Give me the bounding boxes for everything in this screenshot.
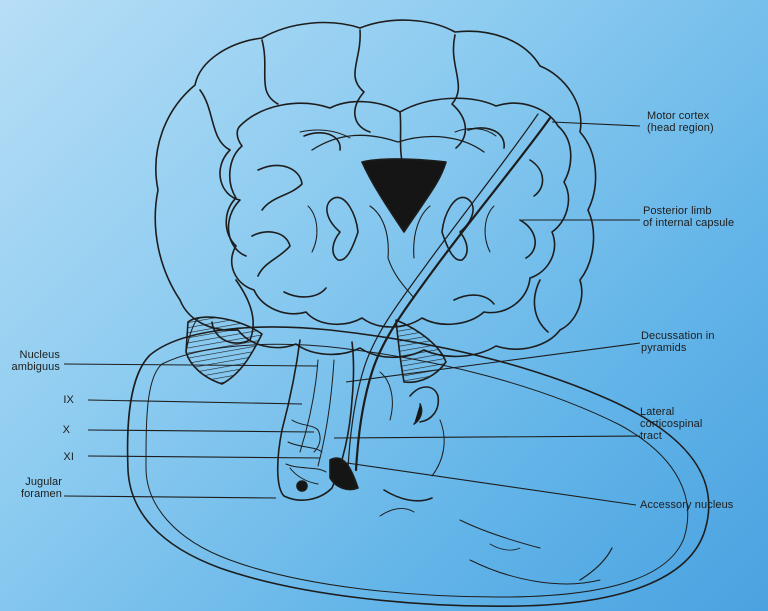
label-posterior-limb: Posterior limb of internal capsule (643, 205, 734, 229)
leader-motor-cortex (552, 122, 640, 126)
label-jugular-foramen: Jugular foramen (8, 476, 62, 500)
label-accessory-nucleus: Accessory nucleus (640, 499, 733, 511)
label-nucleus-ambiguus: Nucleus ambiguus (6, 349, 60, 373)
lateral-ventricle (362, 159, 446, 232)
label-nerve-ix: IX (44, 394, 74, 406)
leader-xi (88, 456, 320, 458)
label-nerve-xi: XI (44, 451, 74, 463)
leader-ix (88, 400, 302, 404)
leader-lateral-tract (334, 436, 640, 438)
leader-jugular-foramen (64, 496, 276, 498)
label-lateral-tract: Lateral corticospinal tract (640, 406, 702, 442)
leader-x (88, 430, 314, 432)
label-motor-cortex: Motor cortex (head region) (647, 110, 714, 134)
label-decussation: Decussation in pyramids (641, 330, 715, 354)
label-nerve-x: X (44, 424, 70, 436)
pons (186, 317, 262, 384)
leader-decussation (346, 343, 640, 382)
leader-nucleus-ambiguus (64, 364, 318, 366)
leader-accessory-nucleus (340, 462, 636, 505)
